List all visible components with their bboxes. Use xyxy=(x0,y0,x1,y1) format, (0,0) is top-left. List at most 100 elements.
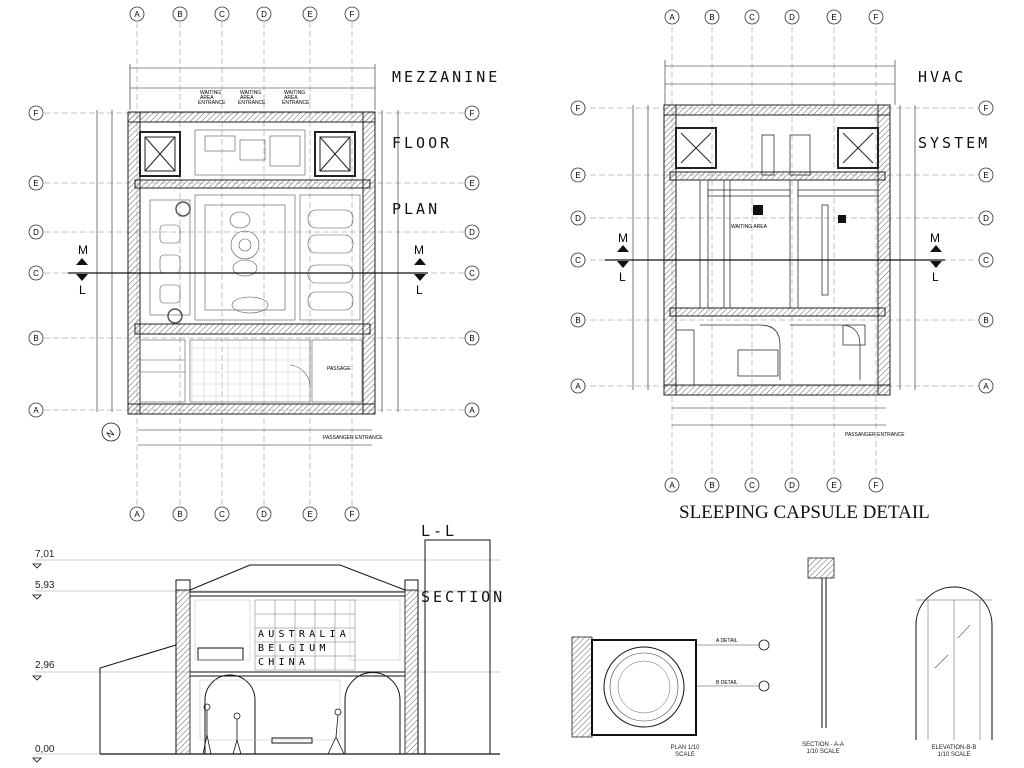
mezz-grid-bubble-top-d: D xyxy=(256,6,272,22)
elevation-caption-line-2: 1/10 SCALE xyxy=(937,752,971,758)
svg-text:D: D xyxy=(789,481,795,490)
hvac-title-line-1: HVAC xyxy=(918,68,967,86)
mezz-entrance-label: PASSANGER ENTRANCE xyxy=(323,435,383,441)
mezz-grid-bubble-top-c: C xyxy=(214,6,230,22)
svg-text:E: E xyxy=(33,179,38,188)
hvac-grid-bubble-right-c-3: C xyxy=(978,252,994,268)
section-cut-walls xyxy=(175,589,419,755)
mezz-grid-bubble-bottom-f: F xyxy=(344,506,360,522)
hvac-grid-bubble-left-e-1: E xyxy=(570,167,586,183)
svg-text:F: F xyxy=(350,510,355,519)
hvac-section-mark-m-left: M xyxy=(618,231,628,245)
mezz-grid-bubble-right-f-0: F xyxy=(464,105,480,121)
mezz-dimensions xyxy=(96,64,399,446)
hvac-grid-bubble-left-d-2: D xyxy=(570,210,586,226)
hvac-ducts xyxy=(675,134,879,386)
svg-text:F: F xyxy=(34,109,39,118)
mezz-section-mark-l-left: L xyxy=(79,283,86,297)
svg-text:F: F xyxy=(350,10,355,19)
mezz-elevators xyxy=(139,131,356,177)
hvac-grid-bubble-bottom-e: E xyxy=(826,477,842,493)
svg-text:A: A xyxy=(134,510,140,519)
hvac-grid-bubble-right-a-5: A xyxy=(978,378,994,394)
svg-text:A: A xyxy=(134,10,140,19)
hvac-grid-bubble-bottom-b: B xyxy=(704,477,720,493)
mezz-grid-bubble-bottom-e: E xyxy=(302,506,318,522)
mezzanine-title-line-3: PLAN xyxy=(392,200,441,218)
mezz-grid-bubble-right-e-1: E xyxy=(464,175,480,191)
svg-text:E: E xyxy=(575,171,580,180)
svg-text:N: N xyxy=(105,428,116,440)
hvac-grid-bubble-top-b: B xyxy=(704,9,720,25)
svg-text:B: B xyxy=(469,334,474,343)
hvac-grid-bubble-right-f-0: F xyxy=(978,100,994,116)
mezz-grid-bubble-right-c-3: C xyxy=(464,265,480,281)
hvac-grid-bubble-right-b-4: B xyxy=(978,312,994,328)
mezzanine-title-line-1: MEZZANINE xyxy=(392,68,501,86)
section-caption-line-2: 1/10 SCALE xyxy=(806,749,840,755)
mezz-grid-bubble-bottom-a: A xyxy=(129,506,145,522)
north-arrow-icon: N xyxy=(101,422,121,442)
level-label-1: 7,01 xyxy=(35,549,55,560)
ll-section-drawing: AUSTRALIA BELGIUM CHINA xyxy=(32,539,500,763)
mezz-passage-label: PASSAGE xyxy=(327,366,351,372)
level-label-2: 5,93 xyxy=(35,580,55,591)
mezz-grid-bubble-right-d-2: D xyxy=(464,224,480,240)
hvac-section-line xyxy=(605,245,945,268)
hvac-grid-bubble-left-b-4: B xyxy=(570,312,586,328)
hvac-grid-bubble-top-e: E xyxy=(826,9,842,25)
section-building xyxy=(99,539,500,755)
mezz-grid-bubble-bottom-b: B xyxy=(172,506,188,522)
svg-text:C: C xyxy=(469,269,475,278)
plan-caption-line-1: PLAN 1/10 xyxy=(670,745,700,751)
mezz-grid-bubble-left-c-3: C xyxy=(28,265,44,281)
detail-callout-a-icon xyxy=(758,639,770,651)
level-label-4: 0,00 xyxy=(35,744,55,755)
svg-text:D: D xyxy=(33,228,39,237)
mezz-grid-bubble-right-a-5: A xyxy=(464,402,480,418)
ll-section-title: L-L SECTION xyxy=(421,476,505,630)
svg-text:B: B xyxy=(177,510,182,519)
hvac-section-mark-m-right: M xyxy=(930,231,940,245)
svg-text:A: A xyxy=(469,406,475,415)
mezz-grid-bubble-bottom-c: C xyxy=(214,506,230,522)
svg-text:B: B xyxy=(575,316,580,325)
hvac-grid-bubble-bottom-a: A xyxy=(664,477,680,493)
hvac-grid-bubble-left-c-3: C xyxy=(570,252,586,268)
svg-text:D: D xyxy=(789,13,795,22)
hvac-exterior-walls xyxy=(663,104,891,396)
hvac-grid-horizontal xyxy=(572,107,990,387)
mezz-grid-bubble-top-b: B xyxy=(172,6,188,22)
capsule-plan: A DETAIL B DETAIL xyxy=(571,636,770,738)
hvac-dimensions xyxy=(632,60,916,426)
svg-text:A: A xyxy=(669,13,675,22)
svg-text:D: D xyxy=(261,10,267,19)
mezzanine-title-line-2: FLOOR xyxy=(392,134,453,152)
mezz-grid-bubble-left-f-0: F xyxy=(28,105,44,121)
ll-section-title-line-2: SECTION xyxy=(421,588,506,606)
svg-text:D: D xyxy=(261,510,267,519)
wall-word-australia: AUSTRALIA xyxy=(258,629,350,640)
svg-text:B: B xyxy=(33,334,38,343)
hvac-waiting-area-label: WAITING AREA xyxy=(731,224,768,230)
hvac-grid-bubble-bottom-f: F xyxy=(868,477,884,493)
mezz-section-mark-l-right: L xyxy=(416,283,423,297)
capsule-title: SLEEPING CAPSULE DETAIL xyxy=(679,502,930,523)
hvac-section-mark-l-left: L xyxy=(619,270,626,284)
mezz-grid-bubble-left-e-1: E xyxy=(28,175,44,191)
mezz-exterior-walls xyxy=(127,111,376,415)
hvac-unit-2 xyxy=(838,215,846,223)
svg-text:F: F xyxy=(874,13,879,22)
mezzanine-title: MEZZANINE FLOOR PLAN xyxy=(392,22,500,242)
plan-caption: PLAN 1/10 SCALE xyxy=(660,745,710,759)
mezz-grid-bubble-left-b-4: B xyxy=(28,330,44,346)
mezz-interior xyxy=(139,129,363,403)
hvac-title-line-2: SYSTEM xyxy=(918,134,991,152)
section-letter-grid xyxy=(254,599,356,671)
